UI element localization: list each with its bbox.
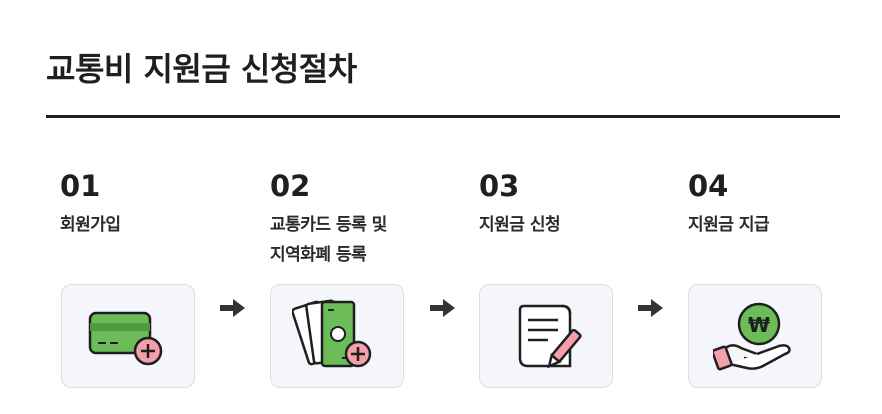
step-label-line: 회원가입: [60, 215, 121, 235]
step-2-card: [270, 284, 404, 388]
step-2: 02 교통카드 등록 및 지역화폐 등록: [270, 170, 450, 270]
step-number: 04: [688, 169, 729, 203]
step-label-line: 지원금 신청: [479, 215, 561, 235]
step-4-card: ₩: [688, 284, 822, 388]
step-label-line: 교통카드 등록 및: [270, 215, 387, 235]
arrow-right-icon: [638, 299, 663, 317]
step-3: 03 지원금 신청: [479, 170, 659, 240]
title-divider: [46, 115, 840, 118]
step-number: 01: [60, 169, 101, 203]
hand-won-coin-icon: ₩: [713, 302, 791, 371]
step-label: 지원금 지급: [688, 210, 868, 240]
page-title: 교통비 지원금 신청절차: [46, 50, 357, 88]
arrow-right-icon: [430, 299, 455, 317]
arrow-right-icon: [220, 299, 245, 317]
document-pen-icon: [518, 304, 582, 369]
step-label: 회원가입: [60, 210, 240, 240]
step-number: 03: [479, 169, 520, 203]
step-1-card: [61, 284, 195, 388]
step-label-line: 지원금 지급: [688, 215, 770, 235]
step-label: 교통카드 등록 및 지역화폐 등록: [270, 210, 450, 270]
step-4: 04 지원금 지급: [688, 170, 868, 240]
step-3-card: [479, 284, 613, 388]
cash-plus-icon: [292, 299, 372, 368]
step-1: 01 회원가입: [60, 170, 240, 240]
step-number: 02: [270, 169, 311, 203]
step-label: 지원금 신청: [479, 210, 659, 240]
step-label-line: 지역화폐 등록: [270, 245, 367, 265]
credit-card-plus-icon: [88, 311, 163, 366]
won-symbol: ₩: [748, 313, 770, 337]
